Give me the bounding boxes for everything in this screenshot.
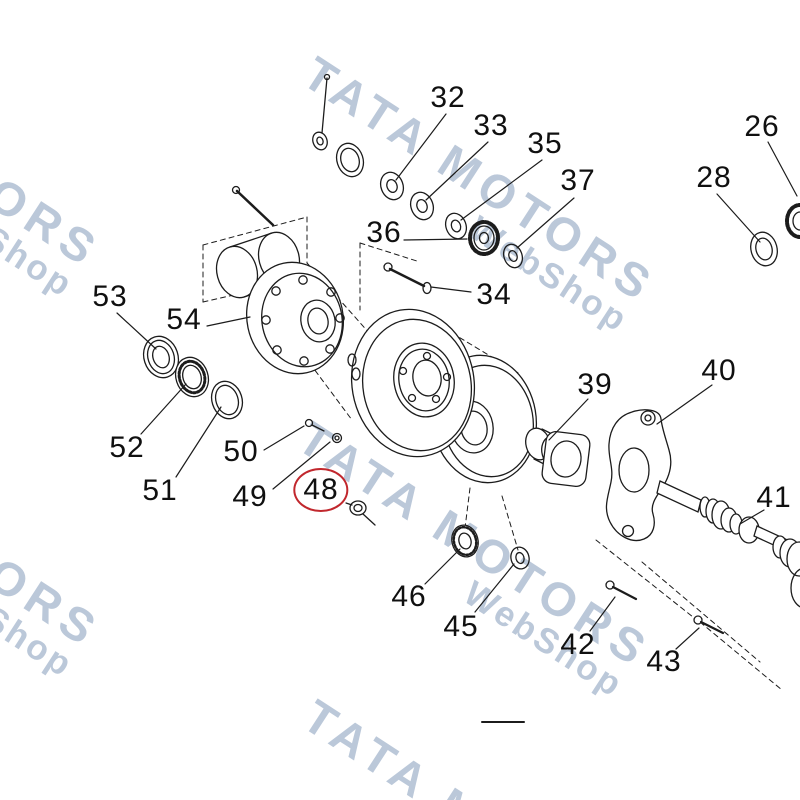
- washer-stack: [379, 171, 468, 240]
- brake-disc: [347, 308, 476, 458]
- top-pin-and-snap-ring: [312, 73, 365, 178]
- part-label-35[interactable]: 35: [527, 127, 563, 160]
- part-label-46[interactable]: 46: [391, 580, 427, 613]
- part-label-33[interactable]: 33: [473, 109, 509, 142]
- part-label-37[interactable]: 37: [560, 164, 596, 197]
- part-label-41[interactable]: 41: [756, 481, 792, 514]
- upper-right-parts: [750, 203, 800, 267]
- drive-shaft-cv-axle: [656, 480, 800, 608]
- part-label-45[interactable]: 45: [443, 610, 479, 643]
- part-label-28[interactable]: 28: [696, 161, 732, 194]
- part-label-39[interactable]: 39: [577, 368, 613, 401]
- lower-bolts: [481, 580, 725, 723]
- small-fixings: [304, 418, 376, 526]
- stud-pin: [231, 185, 275, 227]
- bushing-and-flange: [525, 427, 591, 487]
- part-label-54[interactable]: 54: [166, 303, 202, 336]
- part-label-26[interactable]: 26: [744, 110, 780, 143]
- part-label-51[interactable]: 51: [142, 474, 178, 507]
- hub-bolt: [383, 262, 432, 295]
- part-label-49[interactable]: 49: [232, 480, 268, 513]
- part-label-42[interactable]: 42: [560, 628, 596, 661]
- part-label-43[interactable]: 43: [646, 645, 682, 678]
- part-label-34[interactable]: 34: [476, 278, 512, 311]
- part-label-40[interactable]: 40: [701, 354, 737, 387]
- part-label-48[interactable]: 48: [293, 468, 349, 512]
- leader-lines: [116, 113, 798, 650]
- lock-washer-and-washer: [468, 220, 524, 269]
- part-label-50[interactable]: 50: [223, 435, 259, 468]
- steering-knuckle: [605, 409, 672, 542]
- part-label-36[interactable]: 36: [366, 216, 402, 249]
- part-label-52[interactable]: 52: [109, 431, 145, 464]
- part-label-53[interactable]: 53: [92, 280, 128, 313]
- wheel-hub: [245, 261, 345, 375]
- lower-washers: [451, 524, 530, 570]
- part-label-32[interactable]: 32: [430, 81, 466, 114]
